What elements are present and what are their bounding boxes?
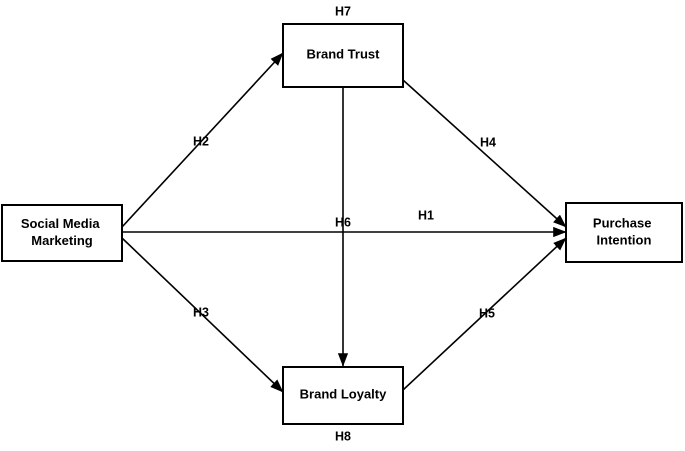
hypothesis-label-h2: H2 xyxy=(193,134,209,148)
construct-label-brand-trust: Brand Trust xyxy=(307,47,381,62)
path-h5 xyxy=(402,237,567,391)
construct-boxes-layer xyxy=(1,23,683,425)
construct-box-brand-trust xyxy=(282,23,404,88)
construct-box-social-media-marketing xyxy=(1,204,123,262)
hypothesis-label-h1: H1 xyxy=(418,208,434,222)
path-h4 xyxy=(402,79,567,228)
construct-label-line2: Marketing xyxy=(31,233,92,248)
construct-label-line1: Social Media xyxy=(21,216,101,231)
path-h2 xyxy=(121,52,284,228)
construct-box-brand-loyalty xyxy=(282,366,404,425)
hypothesis-label-h3: H3 xyxy=(193,305,209,319)
construct-box-purchase-intention xyxy=(565,202,683,263)
hypothesis-label-h6: H6 xyxy=(335,215,351,229)
construct-label-brand-loyalty: Brand Loyalty xyxy=(300,387,387,402)
construct-label-line2: Intention xyxy=(597,233,652,248)
hypothesis-label-h5: H5 xyxy=(479,306,495,320)
construct-labels-layer: Social Media Marketing Brand Trust Brand… xyxy=(21,47,655,402)
path-h3 xyxy=(121,237,284,393)
paths-layer xyxy=(121,52,567,393)
hypothesis-label-h8: H8 xyxy=(335,429,351,443)
construct-label-line1: Brand Loyalty xyxy=(300,387,387,402)
construct-label-purchase-intention: Purchase Intention xyxy=(593,216,655,248)
hypothesis-labels-layer: H1 H2 H3 H4 H5 H6 H7 H8 xyxy=(193,4,496,443)
construct-label-line1: Brand Trust xyxy=(307,47,381,62)
hypothesis-label-h4: H4 xyxy=(480,135,496,149)
construct-label-line1: Purchase xyxy=(593,216,652,231)
construct-label-social-media-marketing: Social Media Marketing xyxy=(21,216,103,248)
hypothesis-label-h7: H7 xyxy=(335,4,351,18)
